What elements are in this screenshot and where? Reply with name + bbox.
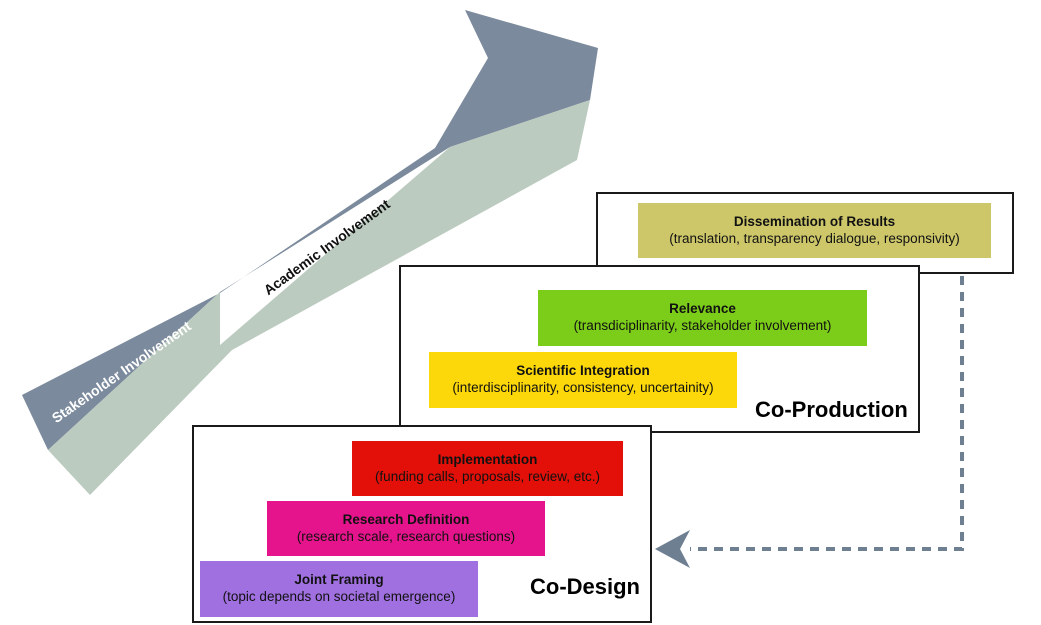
relevance-subtitle: (transdiciplinarity, stakeholder involve… [573, 318, 832, 333]
research-definition-box: Research Definition (research scale, res… [267, 501, 545, 556]
implementation-title: Implementation [437, 451, 538, 467]
stakeholder-involvement-band [22, 10, 598, 450]
dissemination-subtitle: (translation, transparency dialogue, res… [669, 230, 960, 246]
joint-framing-box: Joint Framing (topic depends on societal… [200, 561, 478, 617]
coproduction-label: Co-Production [755, 397, 908, 422]
relevance-title: Relevance [669, 301, 736, 317]
scientific-integration-box: Scientific Integration (interdisciplinar… [429, 352, 737, 408]
dissemination-title: Dissemination of Results [733, 213, 896, 229]
relevance-box: Relevance (transdiciplinarity, stakehold… [538, 290, 867, 346]
research-definition-subtitle: (research scale, research questions) [296, 528, 516, 544]
joint-framing-subtitle: (topic depends on societal emergence) [222, 589, 456, 604]
scientific-integration-subtitle: (interdisciplinarity, consistency, uncer… [452, 380, 714, 395]
dissemination-box: Dissemination of Results (translation, t… [638, 203, 991, 258]
codesign-label: Co-Design [530, 574, 640, 599]
scientific-integration-title: Scientific Integration [516, 363, 650, 379]
implementation-box: Implementation (funding calls, proposals… [352, 441, 623, 496]
research-definition-title: Research Definition [342, 511, 470, 527]
implementation-subtitle: (funding calls, proposals, review, etc.) [374, 468, 601, 484]
joint-framing-title: Joint Framing [294, 572, 384, 588]
academic-involvement-band [48, 100, 590, 495]
